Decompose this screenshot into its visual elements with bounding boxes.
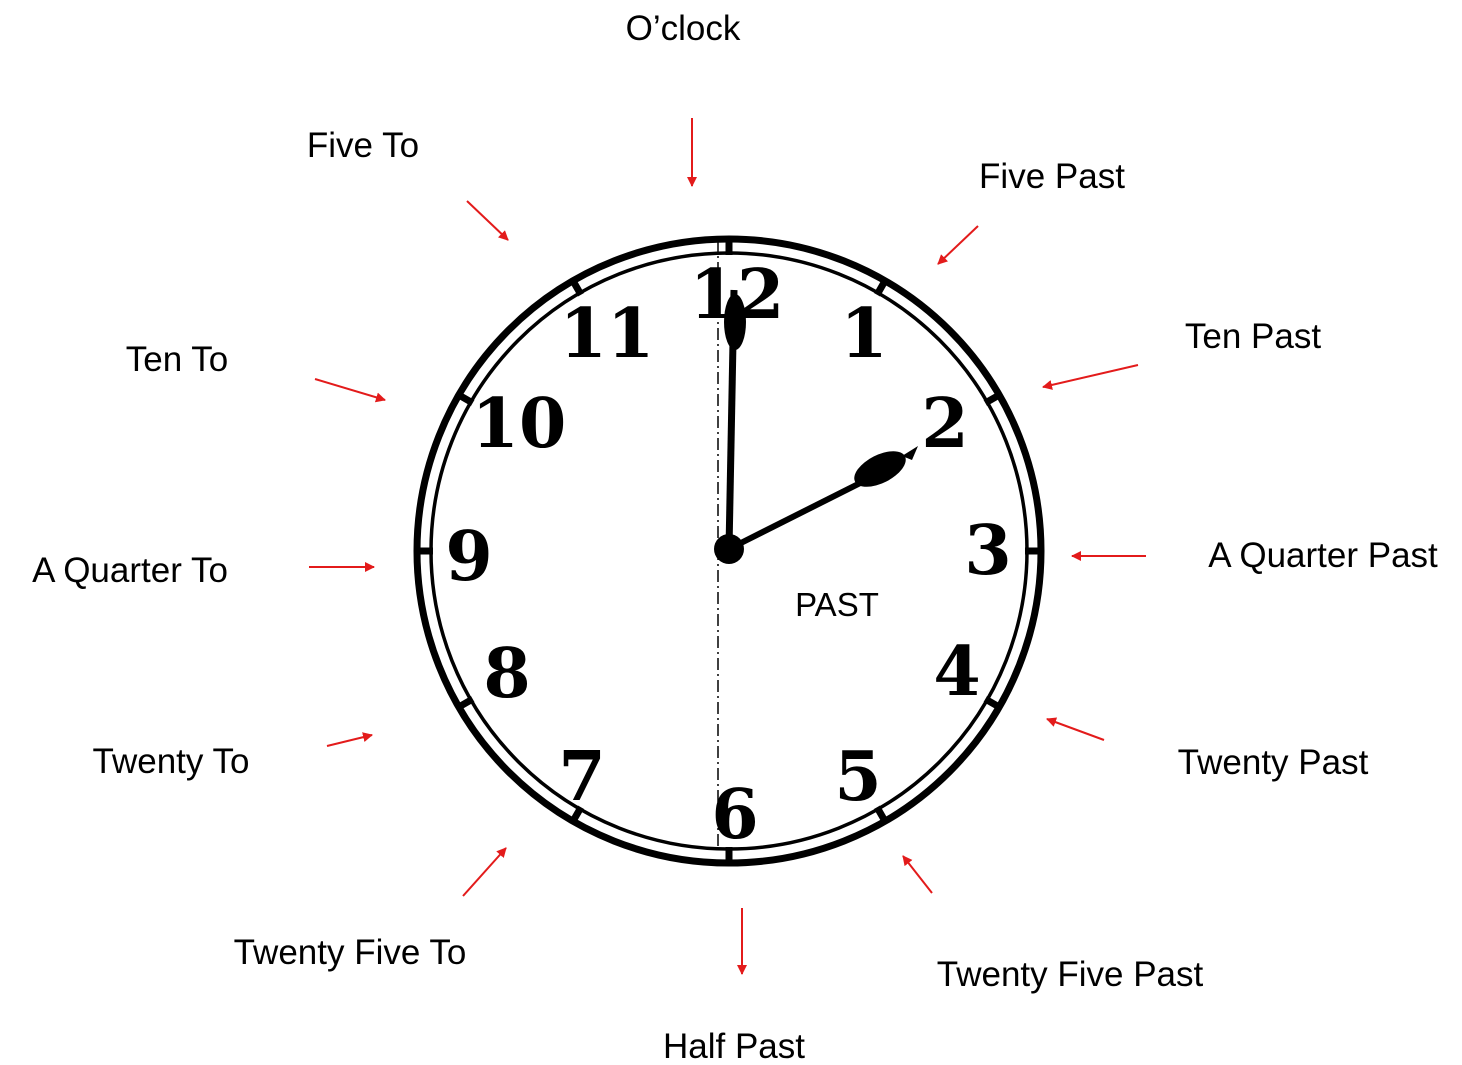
label-five-past: Five Past (979, 157, 1125, 196)
numeral-8: 8 (483, 634, 530, 714)
label-half-past: Half Past (663, 1027, 805, 1065)
numeral-5: 5 (834, 737, 881, 817)
minute-hand-tip (724, 294, 746, 350)
label-ten-past: Ten Past (1185, 317, 1321, 356)
label-five-to: Five To (307, 126, 419, 165)
arrow-five-past (938, 226, 978, 264)
numeral-4: 4 (933, 632, 980, 712)
numeral-11: 11 (560, 294, 655, 374)
label-twenty-five-past: Twenty Five Past (937, 955, 1204, 994)
past-half-label: PAST (795, 586, 879, 623)
numeral-10: 10 (472, 384, 567, 464)
label-twenty-five-to: Twenty Five To (234, 933, 467, 972)
arrow-twenty-to (327, 735, 372, 746)
label-quarter-past: A Quarter Past (1208, 536, 1438, 575)
label-oclock: O’clock (626, 9, 741, 48)
arrow-ten-to (315, 379, 385, 400)
hand-hub (714, 534, 744, 564)
numeral-2: 2 (921, 384, 968, 464)
numeral-6: 6 (711, 775, 758, 855)
arrow-twenty-past (1047, 719, 1104, 740)
numeral-9: 9 (445, 517, 492, 597)
arrow-twenty-five-past (903, 856, 932, 893)
label-ten-to: Ten To (126, 340, 229, 379)
numeral-1: 1 (840, 294, 887, 374)
arrow-five-to (467, 201, 508, 240)
arrow-ten-past (1043, 365, 1138, 387)
label-twenty-past: Twenty Past (1178, 743, 1369, 782)
label-twenty-to: Twenty To (93, 742, 250, 781)
numeral-7: 7 (558, 737, 605, 817)
label-quarter-to: A Quarter To (32, 551, 228, 590)
numeral-3: 3 (964, 511, 1011, 591)
arrow-twenty-five-to (463, 848, 506, 896)
